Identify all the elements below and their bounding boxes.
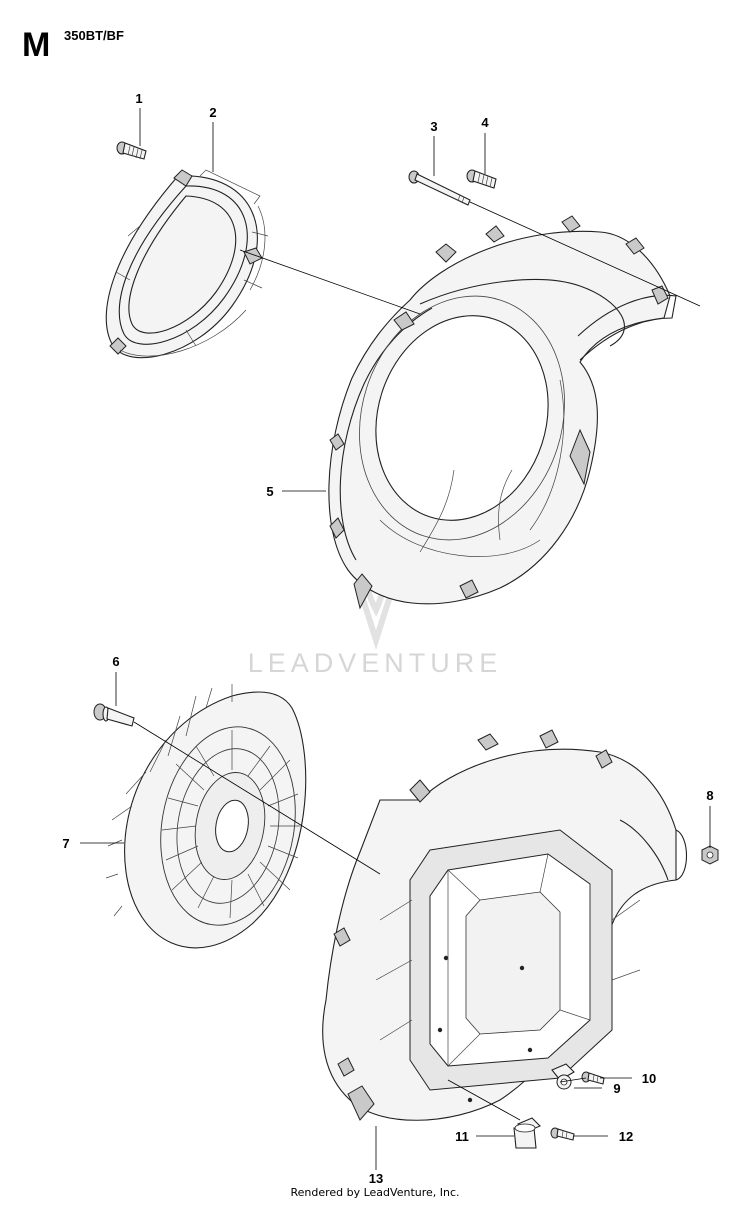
model-number: 350BT/BF (64, 28, 124, 43)
part-13-fan-housing (322, 729, 687, 1121)
footer-credit: Rendered by LeadVenture, Inc. (290, 1186, 460, 1199)
callout-9: 9 (613, 1081, 620, 1096)
callout-5: 5 (266, 484, 273, 499)
callout-4: 4 (481, 115, 489, 130)
callout-12: 12 (619, 1129, 633, 1144)
callout-2: 2 (209, 105, 216, 120)
part-11-clamp (513, 1117, 541, 1149)
callout-10: 10 (642, 1071, 656, 1086)
callout-8: 8 (706, 788, 713, 803)
part-3-long-bolt (408, 170, 471, 206)
callout-13: 13 (369, 1171, 383, 1186)
part-10-screw (581, 1071, 605, 1085)
leader-lines (80, 108, 711, 1170)
callout-3: 3 (430, 119, 437, 134)
part-1-screw (116, 141, 147, 160)
callout-6: 6 (112, 654, 119, 669)
section-letter: M (22, 26, 51, 64)
part-6-bolt (93, 703, 135, 727)
part-2-ring-cover (105, 169, 269, 359)
part-5-fan-housing-cover (328, 215, 677, 610)
callout-numbers: 1 2 3 4 5 6 7 8 9 10 11 12 13 (62, 91, 713, 1186)
part-9-clamp (551, 1063, 575, 1090)
callout-11: 11 (455, 1129, 469, 1144)
part-7-fan-impeller (105, 684, 307, 949)
part-8-nut (701, 845, 719, 865)
callout-1: 1 (135, 91, 142, 106)
callout-7: 7 (62, 836, 69, 851)
part-12-screw (550, 1127, 575, 1141)
part-4-screw (466, 169, 497, 189)
watermark-text: LEADVENTURE (247, 648, 503, 678)
